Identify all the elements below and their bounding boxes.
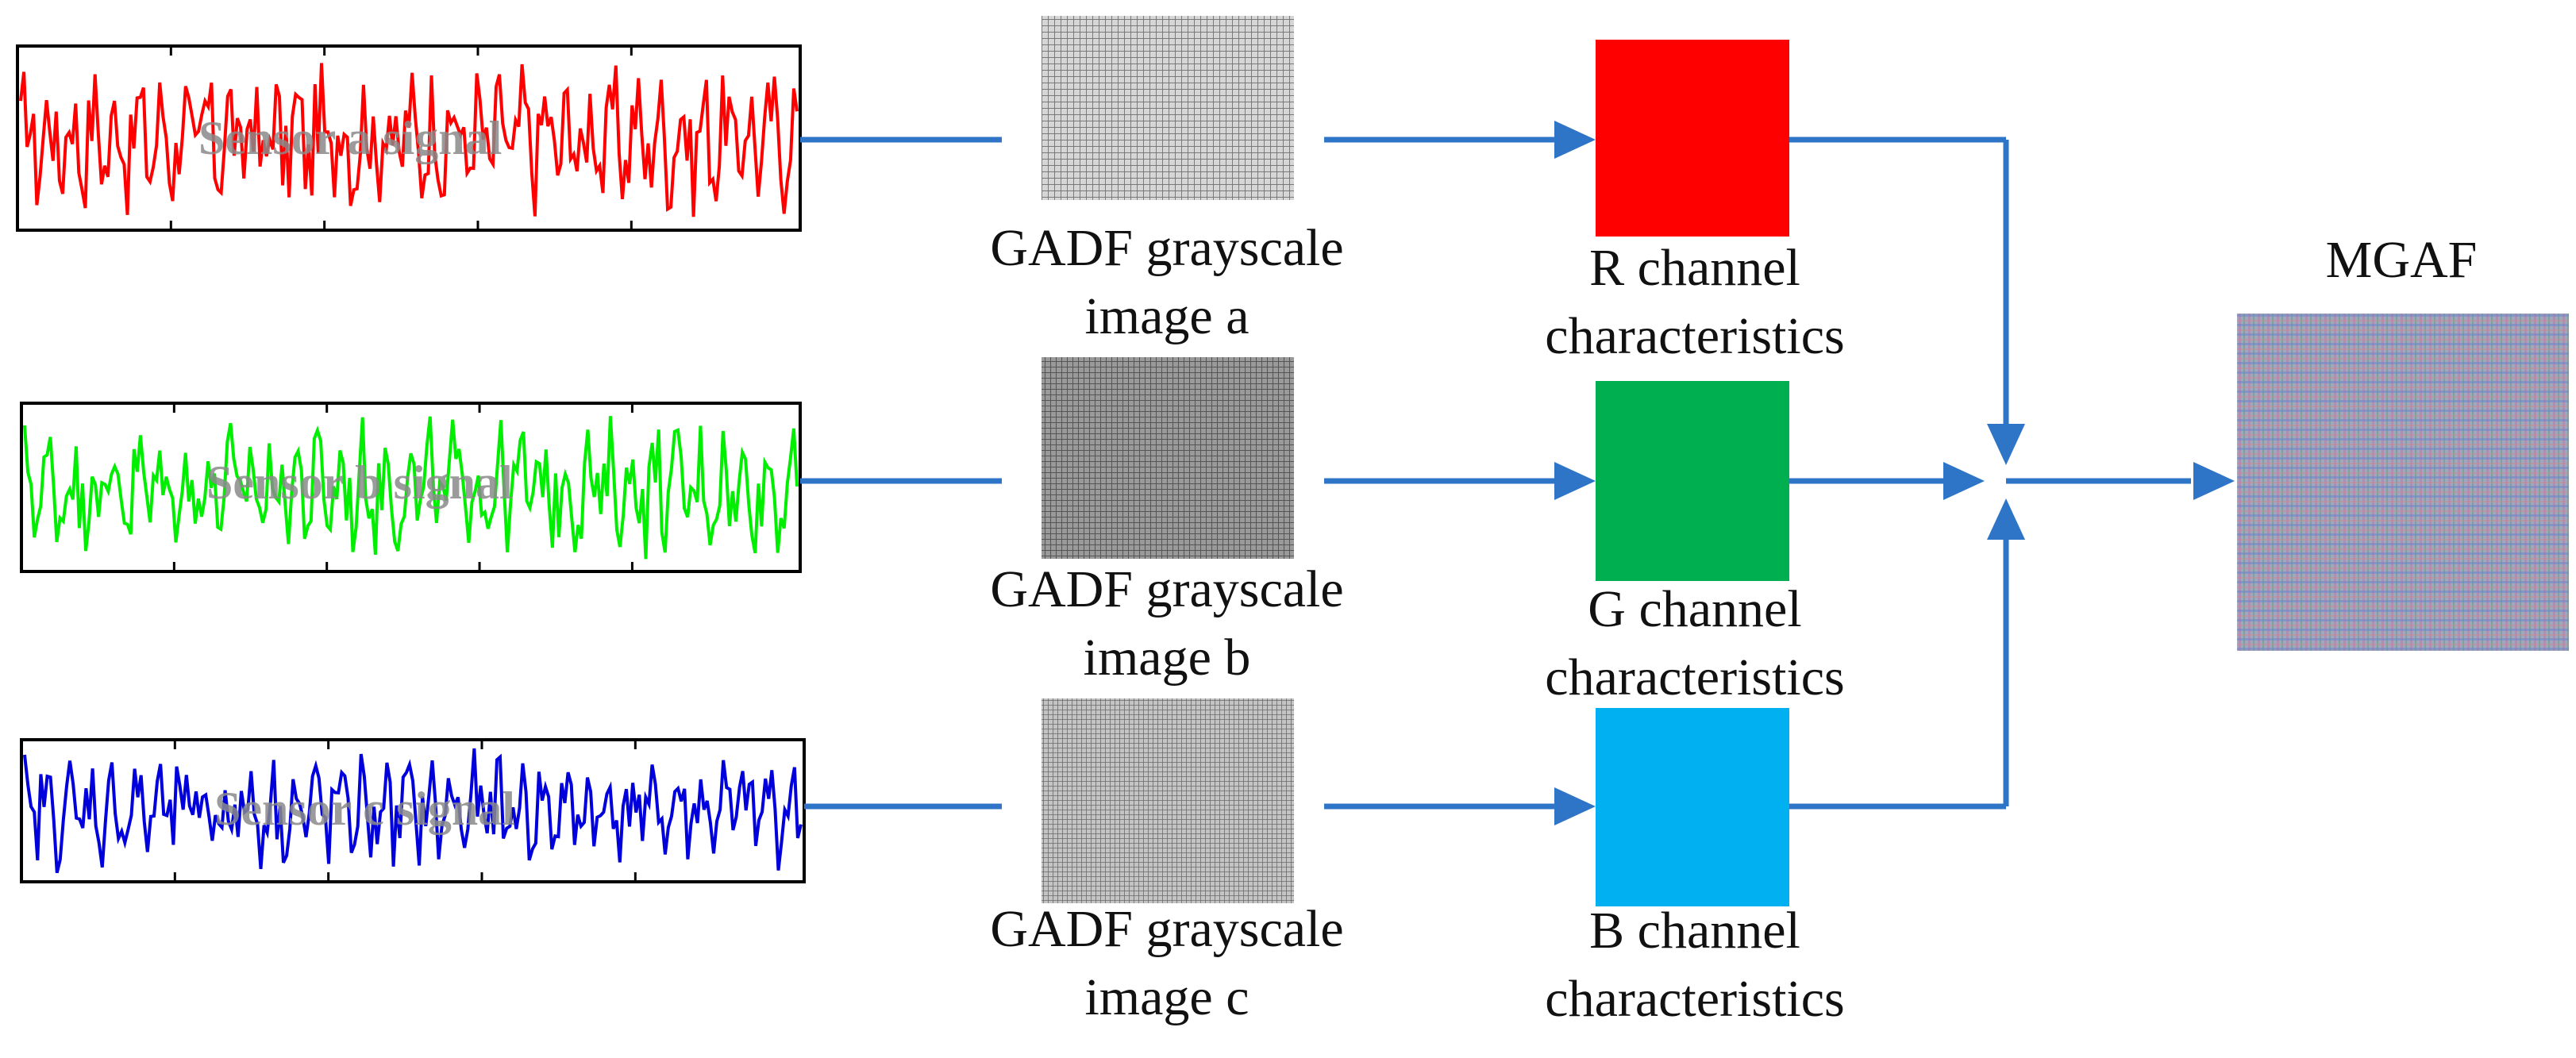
sensor-c-waveform xyxy=(23,748,803,874)
gadf-image-b xyxy=(1042,357,1294,559)
signal-box-c-ticks xyxy=(173,740,637,882)
arrowhead-to-channel-b xyxy=(1554,462,1596,500)
sensor-c-signal-label: Sensor c signal xyxy=(214,783,515,835)
arrowhead-b-merge xyxy=(1987,498,2025,540)
signal-box-a-ticks xyxy=(169,46,633,230)
signal-box-b xyxy=(20,402,802,573)
r-channel-square xyxy=(1596,40,1789,237)
arrowhead-to-channel-a xyxy=(1554,121,1596,159)
connector-arrows xyxy=(800,121,2235,825)
mgaf-image xyxy=(2237,314,2569,651)
g-channel-square xyxy=(1596,381,1789,581)
signal-box-b-ticks xyxy=(172,403,633,571)
signal-box-c xyxy=(20,738,806,883)
arrowhead-to-channel-c xyxy=(1554,787,1596,825)
gadf-image-c xyxy=(1042,698,1294,903)
sensor-b-signal-label: Sensor b signal xyxy=(206,456,513,509)
mgaf-label: MGAF xyxy=(2325,231,2478,289)
arrowhead-g-merge xyxy=(1943,462,1985,500)
signal-box-a xyxy=(16,44,802,232)
sensor-b-waveform xyxy=(23,416,799,560)
gadf-image-a xyxy=(1042,16,1294,200)
sensor-a-waveform xyxy=(19,63,799,217)
arrowhead-r-merge xyxy=(1987,424,2025,465)
arrowhead-to-mgaf xyxy=(2193,462,2235,500)
b-channel-square xyxy=(1596,708,1789,906)
sensor-a-signal-label: Sensor a signal xyxy=(198,112,502,164)
